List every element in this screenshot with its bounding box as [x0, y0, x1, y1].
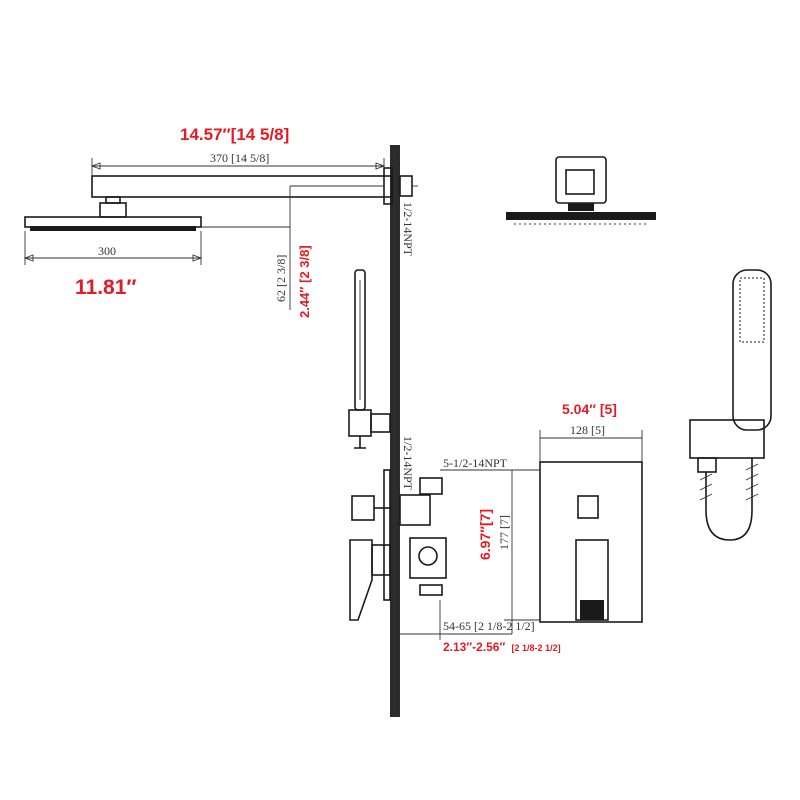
- wall-section: [390, 145, 400, 717]
- drop-inch-label: 2.44″ [2 3/8]: [297, 245, 312, 318]
- arm-length-dimension: [90, 158, 386, 176]
- inlet-npt-label: 5-1/2-14NPT: [443, 456, 508, 470]
- upper-npt-label: 1/2-14NPT: [401, 202, 415, 257]
- head-diameter-inch-label: 11.81″: [75, 276, 136, 299]
- depth-inch-fraction: [2 1/8-2 1/2]: [512, 643, 561, 653]
- depth-inch-label: 2.13″-2.56″ [2 1/8-2 1/2]: [443, 640, 561, 654]
- depth-inch-value: 2.13″-2.56″: [443, 640, 505, 654]
- valve-trim-plate-front: [539, 461, 643, 623]
- arm-length-inch-label: 14.57″[14 5/8]: [180, 125, 289, 144]
- drop-mm-label: 62 [2 3/8]: [274, 255, 288, 302]
- depth-mm-label: 54-65 [2 1/8-2 1/2]: [443, 619, 535, 633]
- plate-width-mm-label: 128 [5]: [570, 423, 605, 437]
- handheld-shower-side: [348, 269, 391, 449]
- valve-body-side: [349, 469, 447, 621]
- drop-dimension: [201, 185, 384, 310]
- depth-dimension: [400, 469, 512, 640]
- rain-shower-head-front: [506, 156, 656, 225]
- handheld-shower-front: [689, 269, 772, 541]
- plate-height-dimension: [504, 469, 540, 634]
- shower-arm: [91, 167, 418, 205]
- head-diameter-mm-label: 300: [98, 244, 116, 258]
- plate-width-inch-label: 5.04″ [5]: [562, 401, 617, 417]
- arm-length-mm-label: 370 [14 5/8]: [210, 151, 269, 165]
- rain-shower-head-side: [23, 196, 203, 265]
- plate-height-mm-label: 177 [7]: [497, 515, 511, 550]
- lower-npt-label: 1/2-14NPT: [401, 436, 415, 491]
- plate-height-inch-label: 6.97″[7]: [477, 509, 493, 560]
- plate-width-dimension: [539, 430, 643, 462]
